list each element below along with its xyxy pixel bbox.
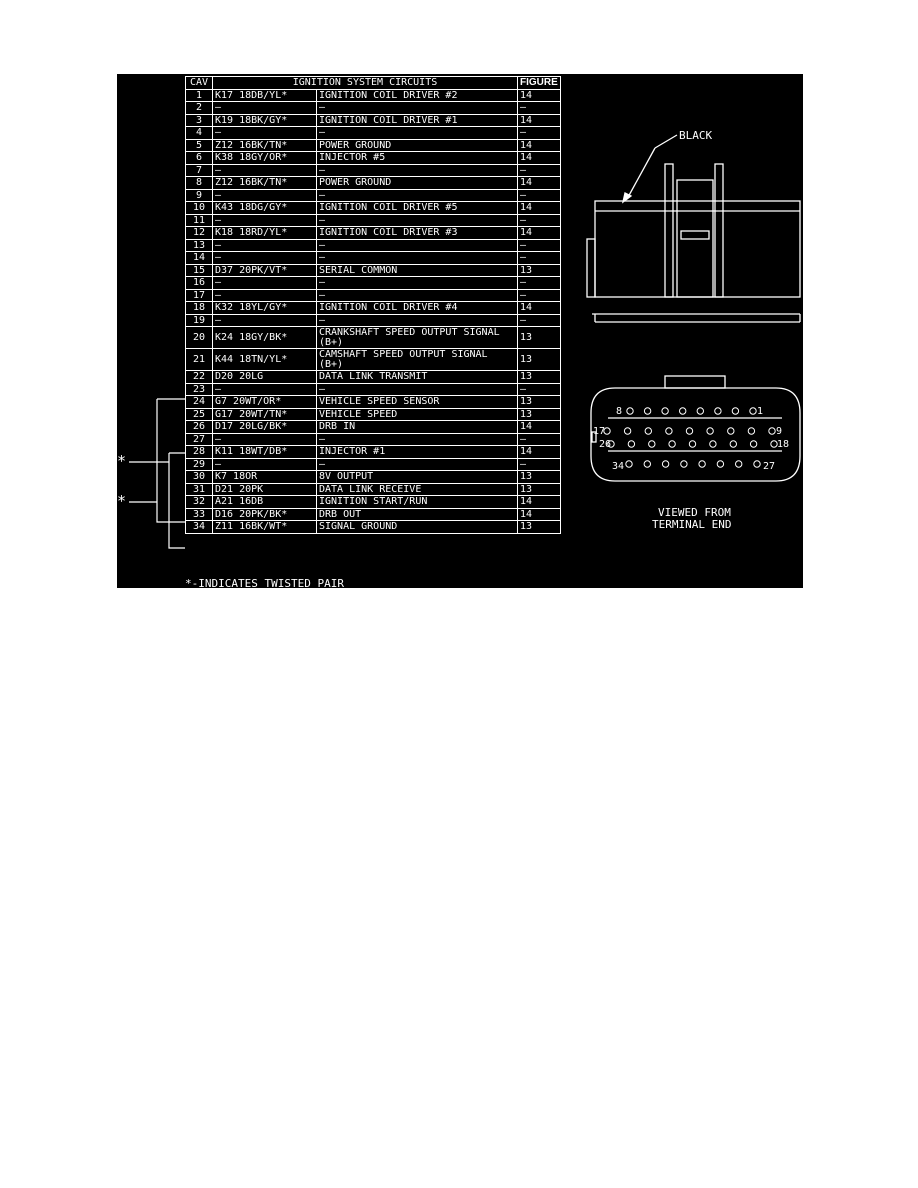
connector-drawing: BLACK 8 1 17 9 26 18 34 27 VIEWED FROM T… — [129, 129, 801, 549]
pin-cavity — [716, 460, 725, 468]
pin-cavity — [643, 407, 652, 415]
cav-cell: 34 — [185, 520, 213, 534]
pin-cavity — [680, 460, 688, 468]
pin-cavity — [661, 407, 669, 415]
pin-cavity — [643, 460, 651, 468]
twisted-pair-bracket-lines — [129, 398, 185, 549]
leader-arrow — [621, 192, 633, 204]
figure-cell: 13 — [517, 520, 561, 534]
pin-cavity — [626, 407, 634, 415]
pin-cavity — [685, 427, 694, 435]
pin-label-1: 1 — [757, 406, 763, 417]
pin-cavity — [729, 440, 737, 448]
function-cell: SIGNAL GROUND — [316, 520, 518, 534]
twisted-pair-marker-2: * — [117, 492, 127, 510]
pin-cavity — [753, 460, 761, 468]
pin-cavity — [625, 460, 633, 468]
latch-post-left — [664, 163, 674, 298]
connector-color-label: BLACK — [679, 129, 712, 142]
pin-label-8: 8 — [616, 406, 622, 417]
pin-cavity — [627, 440, 636, 448]
connector-face-view — [590, 375, 801, 482]
view-label-line1: VIEWED FROM — [658, 506, 731, 519]
pin-cavity — [668, 440, 676, 448]
face-key-tab — [664, 375, 726, 389]
pin-label-18: 18 — [777, 439, 789, 450]
pin-cavity — [770, 440, 778, 448]
connector-side-view — [586, 134, 801, 323]
pin-label-9: 9 — [776, 426, 782, 437]
table-row: 29——— — [185, 457, 561, 471]
pin-cavity — [696, 407, 704, 415]
pin-cavity — [735, 460, 743, 468]
pin-cavity — [648, 440, 656, 448]
pin-cavity — [644, 427, 652, 435]
pin-cavity — [698, 460, 706, 468]
pin-cavity — [749, 407, 757, 415]
pin-cavity — [603, 427, 611, 435]
leader-line — [626, 147, 656, 200]
pin-cavity — [706, 427, 714, 435]
pin-cavity — [731, 407, 740, 415]
table-row: 19——— — [185, 313, 561, 327]
pin-label-17: 17 — [593, 426, 605, 437]
bracket-22-31 — [156, 398, 185, 523]
leader-line-end — [654, 134, 678, 149]
connector-side-tab — [586, 238, 596, 298]
pin-cavity — [661, 460, 670, 468]
footnote: *-INDICATES TWISTED PAIR — [185, 577, 344, 590]
bracket-26-33 — [168, 452, 185, 549]
pin-cavity — [623, 427, 632, 435]
figure-cell: — — [517, 126, 561, 140]
pin-cavity — [714, 407, 722, 415]
pin-cavity — [688, 440, 697, 448]
connector-body — [594, 200, 801, 298]
pin-label-34: 34 — [612, 461, 624, 472]
figure-cell: 14 — [517, 138, 561, 152]
pin-cavity — [747, 427, 756, 435]
pin-cavity — [727, 427, 735, 435]
figure-cell: 14 — [517, 495, 561, 509]
function-cell: CAMSHAFT SPEED OUTPUT SIGNAL (B+) — [316, 348, 518, 371]
table-row: 7——— — [185, 163, 561, 177]
table-row: 9——— — [185, 188, 561, 202]
connector-face-outline — [590, 387, 801, 482]
pin-cavity — [607, 440, 615, 448]
view-label-line2: TERMINAL END — [652, 518, 731, 531]
figure-cell: 13 — [517, 348, 561, 371]
figure-cell: — — [517, 101, 561, 115]
lock-slot — [680, 230, 710, 240]
pin-cavity — [749, 440, 758, 448]
twisted-pair-marker-1: * — [117, 452, 127, 470]
pin-grid — [603, 407, 778, 468]
pin-cavity — [768, 427, 776, 435]
table-row: 2——— — [185, 101, 561, 115]
latch-post-right — [714, 163, 724, 298]
pin-label-26: 26 — [599, 439, 611, 450]
table-row: 16——— — [185, 276, 561, 290]
pin-cavity — [709, 440, 717, 448]
pin-label-27: 27 — [763, 461, 775, 472]
table-row: 11——— — [185, 213, 561, 227]
pin-cavity — [679, 407, 687, 415]
pin-cavity — [665, 427, 673, 435]
lock-housing — [676, 179, 714, 298]
